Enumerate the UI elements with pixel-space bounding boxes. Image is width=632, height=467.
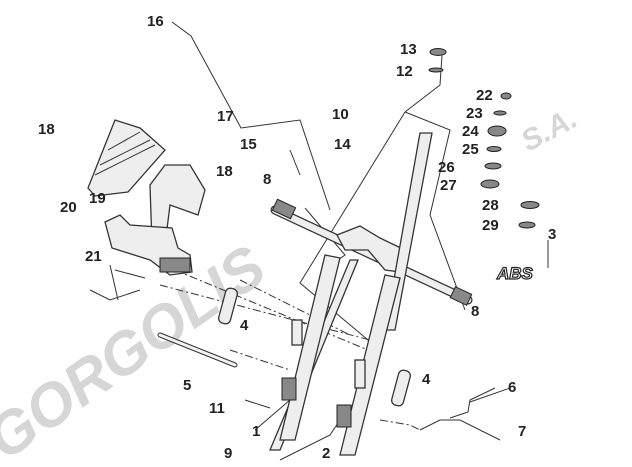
callout-18-left: 18 <box>38 121 55 138</box>
callout-22: 22 <box>476 87 493 104</box>
callout-19: 19 <box>89 190 106 207</box>
abs-badge: ABS <box>495 263 534 283</box>
callout-15: 15 <box>240 136 257 153</box>
callout-24: 24 <box>462 123 479 140</box>
callout-labels: 16 13 12 22 23 24 25 26 27 17 10 18 15 1… <box>38 13 556 462</box>
callout-17: 17 <box>217 108 234 125</box>
callout-12: 12 <box>396 63 413 80</box>
callout-20: 20 <box>60 199 77 216</box>
callout-4-left: 4 <box>240 317 249 334</box>
callout-23: 23 <box>466 105 483 122</box>
callout-6: 6 <box>508 379 516 396</box>
callout-8-top: 8 <box>263 171 271 188</box>
callout-27: 27 <box>440 177 457 194</box>
callout-9: 9 <box>224 445 232 462</box>
callout-1: 1 <box>252 423 260 440</box>
callout-16: 16 <box>147 13 164 30</box>
windscreen <box>87 119 206 246</box>
callout-5: 5 <box>183 377 191 394</box>
bearing-stack <box>428 48 540 229</box>
callout-21: 21 <box>85 248 102 265</box>
callout-18-mid: 18 <box>216 163 233 180</box>
watermark-suffix: S.A. <box>516 102 583 159</box>
reflector-right <box>391 369 411 407</box>
reflector-left <box>218 287 238 325</box>
watermark-brand: GORGOLIS <box>0 232 277 467</box>
dash-bracket <box>104 214 193 276</box>
callout-13: 13 <box>400 41 417 58</box>
callout-10: 10 <box>332 106 349 123</box>
callout-7: 7 <box>518 423 526 440</box>
brake-pipe <box>449 387 496 419</box>
callout-14: 14 <box>334 136 351 153</box>
callout-4-right: 4 <box>422 371 431 388</box>
callout-3: 3 <box>548 226 556 243</box>
callout-29: 29 <box>482 217 499 234</box>
callout-26: 26 <box>438 159 455 176</box>
fork-legs <box>279 254 401 456</box>
callout-25: 25 <box>462 141 479 158</box>
callout-11: 11 <box>209 400 225 417</box>
handlebar <box>270 198 473 306</box>
callout-8-right: 8 <box>471 303 479 320</box>
svg-text:ABS: ABS <box>496 264 534 283</box>
callout-2: 2 <box>322 445 330 462</box>
callout-28: 28 <box>482 197 499 214</box>
